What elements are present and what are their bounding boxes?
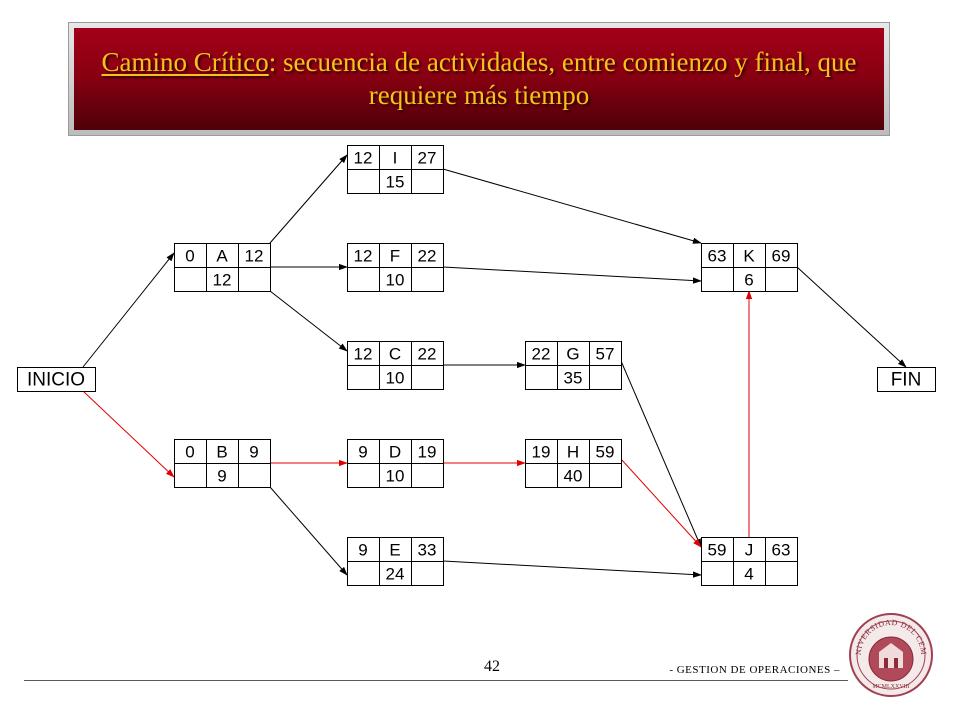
activity-duration: 24	[386, 565, 405, 584]
arrow-inicio-to-b	[82, 390, 175, 478]
start-label: INICIO	[27, 370, 85, 391]
early-start: 9	[358, 541, 367, 560]
early-finish: 27	[418, 149, 437, 168]
activity-label: I	[393, 149, 398, 168]
activity-node-a: 0 A 12 12	[174, 243, 271, 292]
early-start: 12	[354, 149, 373, 168]
early-start: 9	[358, 443, 367, 462]
seal-year: MCMLXXVIII	[872, 684, 909, 690]
early-start: 22	[532, 345, 551, 364]
slide-title: Camino Crítico: secuencia de actividades…	[74, 46, 884, 112]
arrow-a-to-i	[269, 154, 348, 244]
activity-label: E	[389, 541, 400, 560]
early-finish: 22	[418, 345, 437, 364]
arrow-k-to-fin	[796, 266, 907, 368]
early-start: 12	[354, 345, 373, 364]
early-start: 12	[354, 247, 373, 266]
activity-arrows	[82, 154, 907, 578]
activity-duration: 6	[744, 271, 753, 290]
activity-label: G	[566, 345, 579, 364]
terminal-nodes: INICIO FIN	[17, 367, 936, 392]
start-node: INICIO	[17, 367, 96, 392]
early-start: 19	[532, 443, 551, 462]
activity-node-f: 12 F 22 10	[347, 243, 444, 292]
activity-label: F	[390, 247, 400, 266]
activity-duration: 15	[386, 173, 405, 192]
arrow-e-to-j	[442, 560, 702, 578]
early-finish: 69	[772, 247, 791, 266]
arrow-inicio-to-a	[82, 252, 175, 368]
end-node: FIN	[877, 367, 936, 392]
activity-label: D	[389, 443, 401, 462]
activity-label: C	[389, 345, 401, 364]
activity-node-e: 9 E 33 24	[347, 537, 444, 586]
early-finish: 59	[596, 443, 615, 462]
arrow-i-to-k	[442, 168, 702, 244]
activity-duration: 40	[564, 467, 583, 486]
footer-divider	[24, 680, 848, 681]
title-term: Camino Crítico	[101, 47, 269, 77]
activity-duration: 4	[744, 565, 753, 584]
activity-node-b: 0 B 9 9	[174, 439, 271, 488]
activity-node-i: 12 I 27 15	[347, 145, 444, 194]
activity-node-j: 59 J 63 4	[701, 537, 798, 586]
activity-duration: 35	[564, 369, 583, 388]
activity-duration: 10	[386, 369, 405, 388]
early-finish: 12	[245, 247, 264, 266]
early-start: 0	[185, 443, 194, 462]
arrow-h-to-j	[620, 458, 702, 548]
early-finish: 33	[418, 541, 437, 560]
end-label: FIN	[891, 370, 922, 391]
title-banner: Camino Crítico: secuencia de actividades…	[68, 22, 890, 136]
early-finish: 63	[772, 541, 791, 560]
early-start: 0	[185, 247, 194, 266]
early-finish: 22	[418, 247, 437, 266]
course-footer: - GESTION DE OPERACIONES –	[669, 664, 840, 676]
early-finish: 57	[596, 345, 615, 364]
early-start: 59	[708, 541, 727, 560]
activity-label: H	[567, 443, 579, 462]
activity-node-c: 12 C 22 10	[347, 341, 444, 390]
arrow-b-to-e	[269, 486, 348, 576]
university-seal-icon: UNIVERSIDAD DEL CEMA MCMLXXVIII	[848, 612, 933, 697]
activity-label: K	[743, 247, 755, 266]
activity-duration: 12	[213, 271, 232, 290]
activity-label: B	[216, 443, 227, 462]
activity-label: J	[745, 541, 754, 560]
activity-duration: 10	[386, 467, 405, 486]
activity-node-g: 22 G 57 35	[525, 341, 622, 390]
early-start: 63	[708, 247, 727, 266]
activity-duration: 9	[217, 467, 226, 486]
activity-label: A	[216, 247, 228, 266]
title-definition: : secuencia de actividades, entre comien…	[268, 47, 857, 110]
early-finish: 19	[418, 443, 437, 462]
page-number: 42	[484, 658, 500, 675]
arrow-g-to-j	[620, 360, 702, 548]
activity-duration: 10	[386, 271, 405, 290]
activity-node-h: 19 H 59 40	[525, 439, 622, 488]
activity-node-k: 63 K 69 6	[701, 243, 798, 292]
arrow-f-to-k	[442, 266, 702, 284]
activity-node-d: 9 D 19 10	[347, 439, 444, 488]
arrow-a-to-c	[269, 290, 348, 352]
title-banner-inner: Camino Crítico: secuencia de actividades…	[74, 28, 884, 130]
early-finish: 9	[249, 443, 258, 462]
